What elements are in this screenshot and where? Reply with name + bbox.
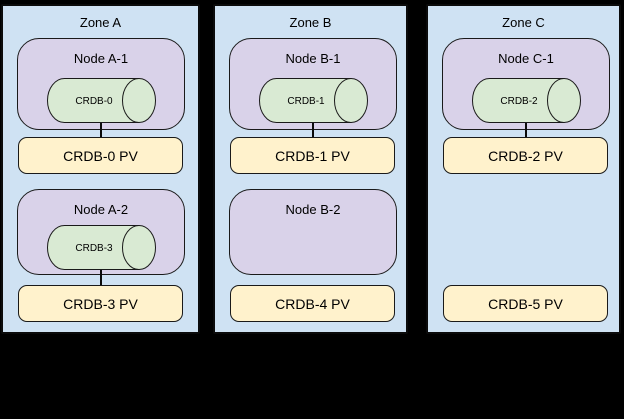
- crdb-pod-cylinder-icon: CRDB-2: [472, 78, 581, 123]
- node-label: Node A-2: [73, 202, 129, 217]
- crdb-pod-cylinder-icon: CRDB-3: [47, 225, 156, 270]
- pod-label: CRDB-0: [75, 96, 113, 107]
- node-box-b2-empty: Node B-2: [229, 189, 397, 275]
- pv-box: CRDB-3 PV: [18, 285, 183, 322]
- zone-c-panel: Zone C Node C-1 CRDB-2 CRDB-2 PV CRDB-5 …: [426, 4, 621, 334]
- pod-pv-connector-line: [100, 123, 102, 138]
- node-label: Node C-1: [498, 51, 554, 66]
- pod-label: CRDB-1: [287, 96, 325, 107]
- zone-label: Zone A: [79, 15, 122, 30]
- pv-label: CRDB-5 PV: [488, 295, 563, 312]
- zone-label: Zone B: [289, 15, 332, 30]
- pod-pv-connector-line: [312, 123, 314, 138]
- zone-label: Zone C: [502, 15, 545, 30]
- pv-box: CRDB-4 PV: [230, 285, 395, 322]
- pod-label: CRDB-3: [75, 243, 113, 254]
- pv-box: CRDB-5 PV: [443, 285, 608, 322]
- crdb-pod-cylinder-icon: CRDB-0: [47, 78, 156, 123]
- pv-label: CRDB-0 PV: [63, 147, 138, 164]
- pv-box: CRDB-0 PV: [18, 137, 183, 174]
- zone-b-panel: Zone B Node B-1 CRDB-1 CRDB-1 PV Node B-…: [213, 4, 408, 334]
- pv-label: CRDB-1 PV: [275, 147, 350, 164]
- pv-label: CRDB-2 PV: [488, 147, 563, 164]
- pod-pv-connector-line: [525, 123, 527, 138]
- node-label: Node B-2: [285, 202, 341, 217]
- pv-label: CRDB-3 PV: [63, 295, 138, 312]
- pv-box: CRDB-1 PV: [230, 137, 395, 174]
- zone-a-panel: Zone A Node A-1 CRDB-0 CRDB-0 PV Node A-…: [1, 4, 200, 334]
- pv-label: CRDB-4 PV: [275, 295, 350, 312]
- node-label: Node A-1: [73, 51, 129, 66]
- crdb-pod-cylinder-icon: CRDB-1: [259, 78, 368, 123]
- pod-pv-connector-line: [100, 270, 102, 286]
- pod-label: CRDB-2: [500, 96, 538, 107]
- node-label: Node B-1: [285, 51, 341, 66]
- pv-box: CRDB-2 PV: [443, 137, 608, 174]
